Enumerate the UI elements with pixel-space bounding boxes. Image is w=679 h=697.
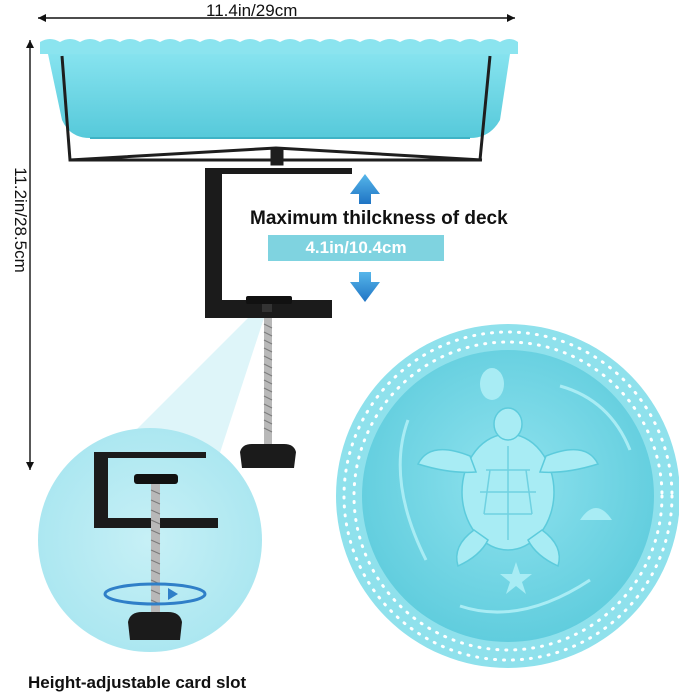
deck-thickness-badge: 4.1in/10.4cm (268, 235, 444, 261)
height-dimension-line (26, 40, 34, 470)
thickness-arrow (350, 174, 380, 302)
caption: Height-adjustable card slot (28, 673, 247, 692)
clamp-screw (240, 318, 296, 468)
width-dimension-line (38, 14, 515, 22)
zoom-callout (38, 318, 264, 652)
tray (40, 39, 518, 139)
height-dimension-label: 11.2in/28.5cm (11, 167, 30, 273)
clamp-bracket (205, 168, 352, 318)
deck-thickness-title: Maximum thilckness of deck (250, 208, 508, 229)
turtle-plate (336, 324, 679, 668)
tray-frame (60, 55, 492, 166)
width-dimension-label: 11.4in/29cm (206, 1, 298, 20)
